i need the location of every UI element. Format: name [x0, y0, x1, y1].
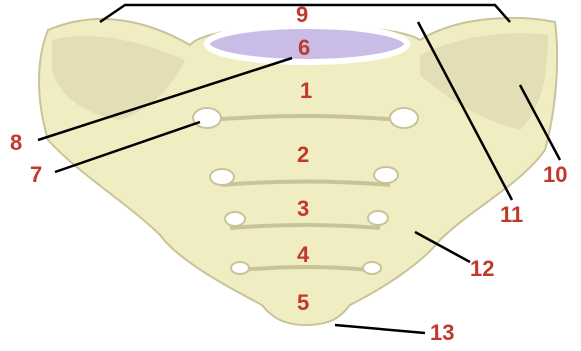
label-4: 4	[297, 242, 310, 267]
foramen-left-4	[231, 262, 249, 274]
label-12: 12	[470, 256, 494, 281]
label-9: 9	[296, 2, 308, 27]
leader-13	[335, 325, 425, 333]
foramen-right-4	[363, 262, 381, 274]
label-10: 10	[543, 162, 567, 187]
label-5: 5	[297, 290, 309, 315]
label-8: 8	[10, 130, 22, 155]
label-2: 2	[297, 142, 309, 167]
label-1: 1	[300, 78, 312, 103]
label-6: 6	[298, 35, 310, 60]
foramen-right-1	[390, 108, 418, 128]
label-13: 13	[430, 320, 454, 345]
foramen-right-3	[368, 211, 388, 225]
foramen-left-3	[225, 212, 245, 226]
label-11: 11	[500, 202, 523, 227]
label-7: 7	[30, 162, 42, 187]
foramen-left-2	[210, 169, 234, 185]
label-3: 3	[297, 196, 309, 221]
foramen-right-2	[374, 167, 398, 183]
foramen-left-1	[193, 108, 221, 128]
